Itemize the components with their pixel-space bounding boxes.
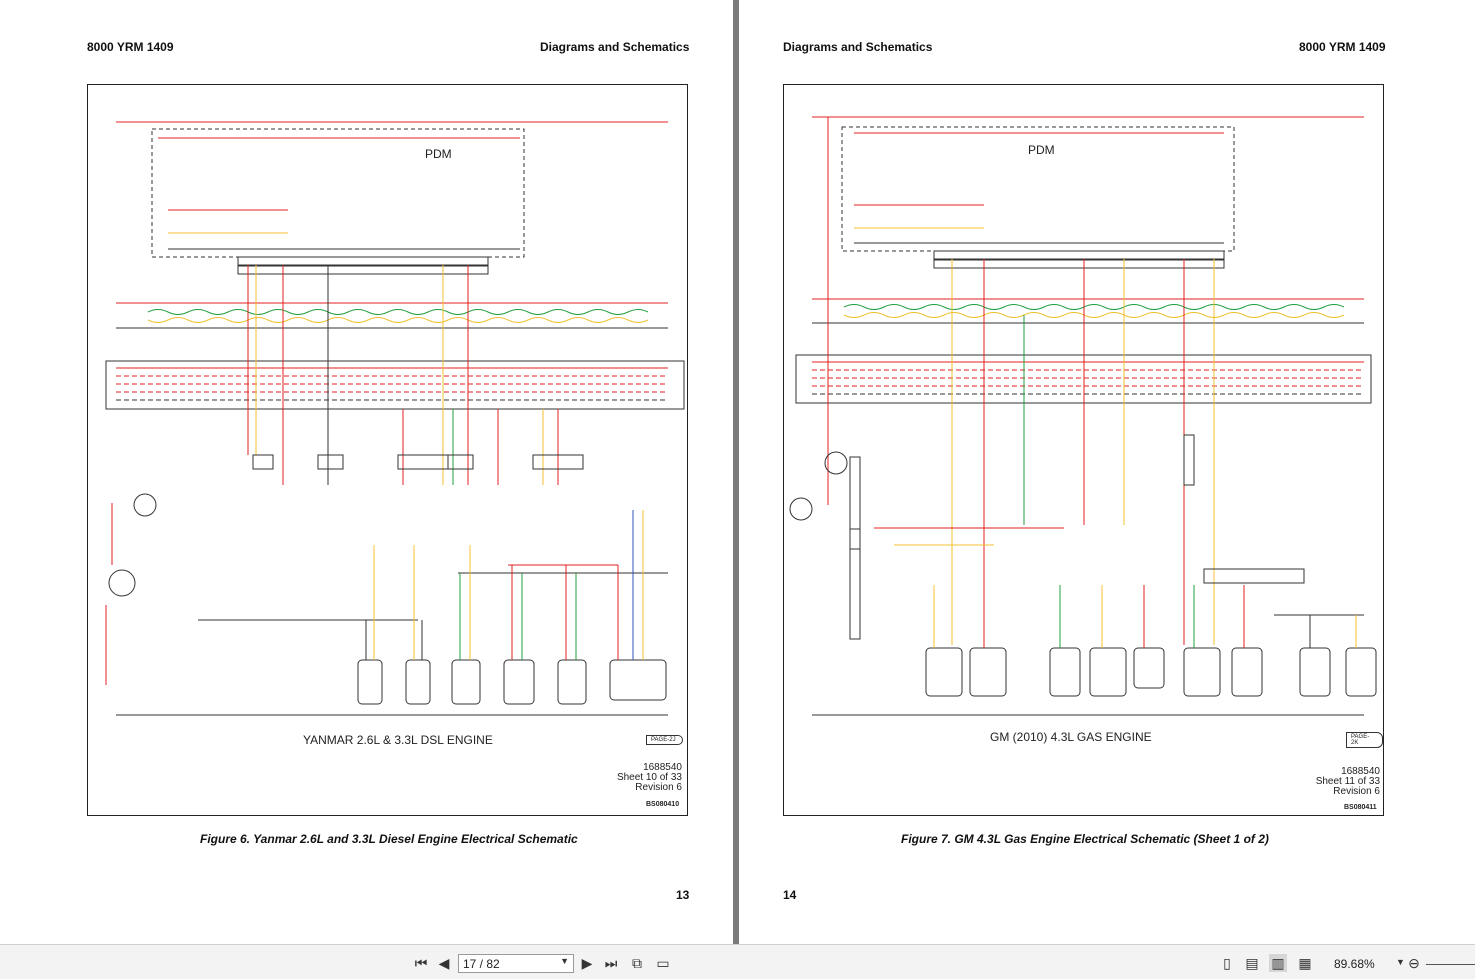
copy-icon[interactable]: ⧉ — [632, 954, 642, 971]
chevron-down-icon[interactable]: ▼ — [560, 956, 569, 966]
pdm-label: PDM — [425, 147, 452, 161]
zoom-level[interactable]: 89.68% — [1334, 957, 1375, 971]
bs-number: BS080410 — [646, 801, 680, 808]
header-doc-number: 8000 YRM 1409 — [87, 40, 174, 54]
first-page-icon[interactable]: ⏮ — [414, 954, 428, 971]
engine-title: YANMAR 2.6L & 3.3L DSL ENGINE — [303, 733, 493, 747]
document-page-14: Diagrams and Schematics 8000 YRM 1409 — [739, 0, 1475, 944]
sheet-info: 1688540 Sheet 10 of 33 Revision 6 — [616, 762, 682, 793]
yanmar-schematic-drawing — [105, 121, 685, 716]
page-tag: PAGE-2K — [1346, 732, 1383, 748]
bs-number: BS080411 — [1344, 804, 1377, 811]
schematic-frame-yanmar: PDM YANMAR 2.6L & 3.3L DSL ENGINE PAGE-2… — [87, 84, 688, 816]
header-doc-number: 8000 YRM 1409 — [1299, 40, 1386, 54]
page-number: 14 — [783, 888, 797, 902]
two-page-icon[interactable]: ▥ — [1269, 954, 1287, 972]
last-page-icon[interactable]: ⏭ — [604, 954, 618, 971]
viewer-toolbar: ⏮ ◀ 17 / 82 ▼ ▶ ⏭ ⧉ ▭ ▯ ▤ ▥ ▦ 89.68% ▼ ⊖ — [0, 944, 1475, 979]
next-page-icon[interactable]: ▶ — [581, 954, 593, 971]
two-page-continuous-icon[interactable]: ▦ — [1298, 954, 1312, 971]
document-page-13: 8000 YRM 1409 Diagrams and Schematics — [0, 0, 733, 944]
pdm-label: PDM — [1028, 143, 1055, 157]
figure-caption: Figure 6. Yanmar 2.6L and 3.3L Diesel En… — [200, 832, 578, 846]
schematic-frame-gm: PDM GM (2010) 4.3L GAS ENGINE PAGE-2K 16… — [783, 84, 1384, 816]
header-section-title: Diagrams and Schematics — [540, 40, 690, 54]
header-section-title: Diagrams and Schematics — [783, 40, 933, 54]
engine-title: GM (2010) 4.3L GAS ENGINE — [990, 730, 1152, 744]
thumbnail-icon[interactable]: ▭ — [656, 954, 670, 971]
page-number: 13 — [676, 888, 690, 902]
continuous-icon[interactable]: ▤ — [1245, 954, 1259, 971]
document-viewport[interactable]: 8000 YRM 1409 Diagrams and Schematics — [0, 0, 1475, 944]
zoom-slider[interactable] — [1426, 964, 1475, 965]
figure-caption: Figure 7. GM 4.3L Gas Engine Electrical … — [901, 832, 1269, 846]
zoom-out-icon[interactable]: ⊖ — [1408, 954, 1420, 971]
page-indicator: 17 / 82 — [463, 957, 500, 971]
sheet-info: 1688540 Sheet 11 of 33 Revision 6 — [1315, 766, 1380, 797]
page-tag: PAGE-2J — [646, 735, 683, 745]
single-page-icon[interactable]: ▯ — [1223, 954, 1231, 971]
page-number-input[interactable]: 17 / 82 ▼ — [458, 954, 574, 973]
gm-schematic-drawing — [789, 116, 1377, 716]
prev-page-icon[interactable]: ◀ — [438, 954, 450, 971]
zoom-dropdown-icon[interactable]: ▼ — [1396, 957, 1405, 967]
